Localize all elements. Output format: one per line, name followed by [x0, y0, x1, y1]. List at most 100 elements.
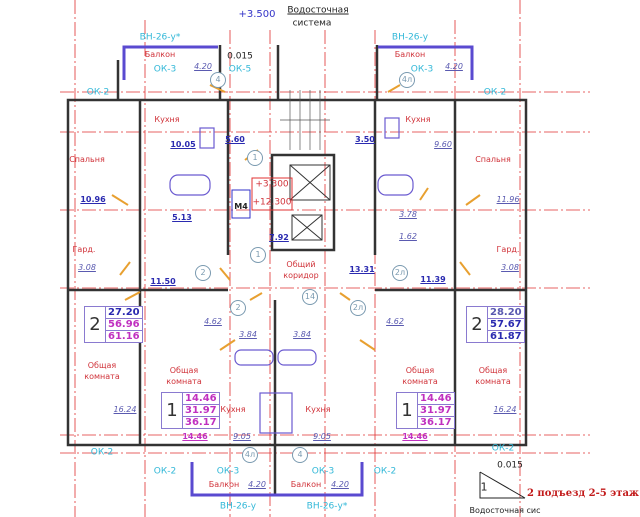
room-label-living: Общая: [169, 366, 199, 375]
area-value: 10.96: [80, 195, 106, 204]
door-mark: 2л: [392, 265, 408, 281]
room-label-wardrobe: Гард.: [496, 245, 520, 254]
door-mark: 4л: [242, 447, 258, 463]
room-label-living: Общая: [405, 366, 435, 375]
room-label-living: комната: [166, 377, 202, 386]
room-label-corridor: коридор: [283, 271, 319, 280]
area-value: 1.62: [399, 232, 417, 241]
door-mark: 1: [247, 150, 263, 166]
room-label-living: комната: [402, 377, 438, 386]
area-value: 3.08: [78, 263, 96, 272]
apartment-rooms: 1: [162, 393, 183, 428]
fixtures: [169, 117, 414, 434]
window-mark: ОК-3: [311, 466, 335, 477]
door-mark: 2: [230, 300, 246, 316]
room-label-bedroom: Спальня: [475, 155, 511, 164]
area-value: 10.05: [170, 140, 196, 149]
window-mark: ОК-2: [90, 447, 114, 458]
door-mark: 2л: [350, 300, 366, 316]
slope-mark: 0.015: [227, 51, 253, 62]
area-value: 3.08: [501, 263, 519, 272]
apartment-total-area: 31.97: [418, 405, 454, 417]
lift-mark: M4: [234, 202, 248, 211]
area-value: 4.20: [194, 62, 212, 71]
area-value: 3.78: [399, 210, 417, 219]
drain-leader: [479, 471, 526, 499]
elevators: [289, 164, 331, 241]
area-value: 11.96: [496, 195, 520, 204]
room-label-balcony: Балкон: [144, 50, 176, 59]
door-mark: 2: [195, 265, 211, 281]
door-mark: 4: [210, 72, 226, 88]
apartment-rooms: 2: [85, 307, 106, 342]
room-label-kitchen: Кухня: [405, 115, 431, 124]
area-value: 11.50: [150, 277, 176, 286]
window-mark: ОК-3: [410, 64, 434, 75]
elevation-top: +3.500: [238, 9, 276, 20]
area-value: 13.31: [349, 265, 375, 274]
door-mark: 4: [292, 447, 308, 463]
room-label-corridor: Общий: [286, 260, 316, 269]
door-mark: 14: [302, 289, 318, 305]
apartment-total-area-balcony: 36.17: [420, 417, 452, 428]
window-mark: ОК-2: [491, 443, 515, 454]
room-label-wardrobe: Гард.: [72, 245, 96, 254]
apartment-rooms: 1: [397, 393, 418, 428]
window-mark: ОК-3: [216, 466, 240, 477]
room-label-balcony: Балкон: [290, 480, 322, 489]
apartment-rooms: 2: [467, 307, 488, 342]
window-mark: ОК-5: [228, 64, 252, 75]
window-mark: ОК-3: [153, 64, 177, 75]
window-mark: ВН-26-у: [219, 501, 257, 512]
room-label-living: комната: [84, 372, 120, 381]
door-mark: 4л: [399, 72, 415, 88]
elevation-box: [251, 177, 293, 211]
area-value: 11.39: [420, 275, 446, 284]
area-value: 4.62: [386, 317, 404, 326]
apartment-total-area-balcony: 61.87: [490, 331, 522, 342]
elevation-high: +12.300: [252, 197, 292, 208]
area-value: 14.46: [182, 432, 208, 441]
drain-label-line1: Водосточная: [287, 5, 349, 16]
m4-box: [231, 189, 251, 219]
door-mark: 1: [250, 247, 266, 263]
balconies: [122, 45, 474, 497]
window-mark: ВН-26-у*: [306, 501, 348, 512]
window-mark: ОК-2: [483, 87, 507, 98]
window-mark: ВН-26-у*: [139, 32, 181, 43]
area-value: 7.92: [269, 233, 289, 242]
room-label-bedroom: Спальня: [69, 155, 105, 164]
drain-mark: 1: [480, 480, 488, 494]
area-value: 16.24: [113, 405, 137, 414]
area-value: 4.62: [204, 317, 222, 326]
area-value: 5.13: [172, 213, 192, 222]
apartment-total-area-balcony: 61.16: [108, 331, 140, 342]
area-value: 3.50: [355, 135, 375, 144]
apartment-living-area: 14.46: [183, 393, 219, 405]
area-value: 3.84: [239, 330, 257, 339]
axis-lines: [60, 0, 590, 517]
drain-label-bottom: Водосточная сис: [469, 506, 541, 515]
room-label-living: комната: [475, 377, 511, 386]
stairs: [280, 90, 330, 150]
drain-label-line2: система: [292, 18, 332, 29]
room-label-kitchen: Кухня: [220, 405, 246, 414]
area-value: 5.60: [225, 135, 245, 144]
apartment-total-area: 31.97: [183, 405, 219, 417]
area-value: 9.60: [434, 140, 452, 149]
area-value: 9.05: [313, 432, 331, 441]
apartment-total-area-balcony: 36.17: [185, 417, 217, 428]
walls: [66, 45, 528, 495]
apartment-total-area: 57.67: [488, 319, 524, 331]
room-label-balcony: Балкон: [208, 480, 240, 489]
apartment-living-area: 28.20: [488, 307, 524, 319]
area-value: 14.46: [402, 432, 428, 441]
room-label-living: Общая: [87, 361, 117, 370]
area-value: 9.05: [233, 432, 251, 441]
